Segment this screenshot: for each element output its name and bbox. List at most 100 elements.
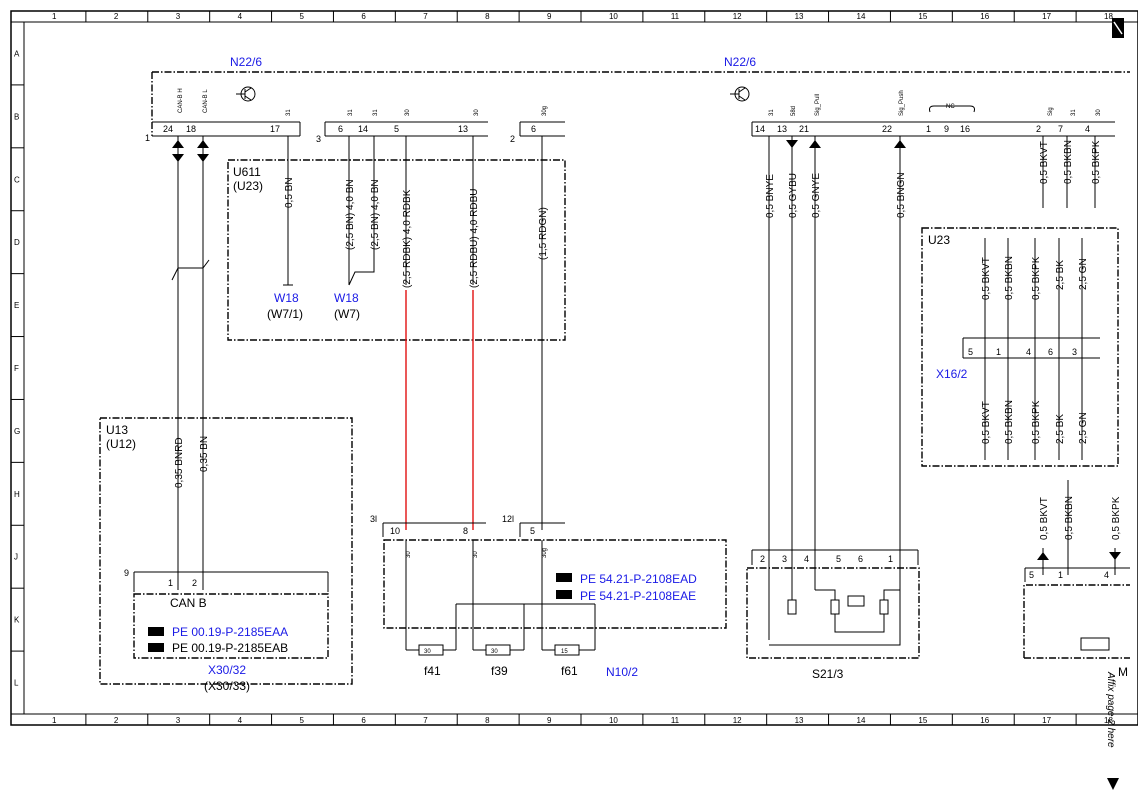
svg-text:13: 13: [458, 124, 468, 134]
svg-text:2: 2: [192, 578, 197, 588]
svg-text:f61: f61: [561, 664, 578, 678]
svg-text:22: 22: [882, 124, 892, 134]
svg-text:6: 6: [338, 124, 343, 134]
svg-text:16: 16: [960, 124, 970, 134]
svg-text:4: 4: [1085, 124, 1090, 134]
svg-text:(2,5 BN) 4,0 BN: (2,5 BN) 4,0 BN: [345, 179, 356, 250]
grid-column-label: 8: [485, 716, 490, 725]
svg-text:0,5 GYBU: 0,5 GYBU: [788, 173, 799, 218]
grid-column-label: 9: [547, 12, 552, 21]
grid-column-label: 17: [1042, 716, 1051, 725]
svg-text:2,5 GN: 2,5 GN: [1078, 258, 1089, 290]
svg-text:0,5 BKPK: 0,5 BKPK: [1111, 496, 1122, 540]
diagram-frame: [10, 10, 1138, 726]
u13-box: [99, 417, 353, 685]
u611-box: [227, 159, 566, 341]
svg-text:24: 24: [163, 124, 173, 134]
reference-link[interactable]: PE 00.19-P-2185EAB: [172, 641, 288, 655]
grid-column-label: 2: [114, 12, 119, 21]
svg-text:Sig: Sig: [1048, 107, 1054, 116]
s21-3-box: [746, 567, 920, 659]
reference-link[interactable]: PE 54.21-P-2108EAD: [580, 572, 697, 586]
grid-column-label: 12: [733, 716, 742, 725]
grid-column-label: 1: [52, 12, 57, 21]
svg-text:30: 30: [491, 649, 498, 655]
svg-text:(U23): (U23): [233, 179, 263, 193]
svg-text:30: 30: [406, 551, 412, 558]
reference-hand-icon: [556, 590, 572, 599]
grid-row-label: C: [14, 175, 20, 184]
svg-text:4: 4: [804, 554, 809, 564]
svg-text:1: 1: [888, 554, 893, 564]
svg-text:9: 9: [124, 568, 129, 578]
s21-3-label: S21/3: [812, 667, 844, 681]
n22-6-label-right: N22/6: [724, 55, 756, 69]
svg-text:0,5 BKVT: 0,5 BKVT: [981, 257, 992, 300]
svg-text:17: 17: [270, 124, 280, 134]
transistor-icon: [730, 86, 750, 102]
svg-text:Sig_Pull: Sig_Pull: [815, 94, 821, 116]
svg-text:3: 3: [316, 134, 321, 144]
svg-text:0,35 BN: 0,35 BN: [199, 436, 210, 472]
grid-column-label: 13: [795, 716, 804, 725]
grid-row-label: K: [14, 616, 20, 625]
svg-text:13: 13: [777, 124, 787, 134]
pin-label: 1: [145, 133, 150, 143]
svg-text:5: 5: [836, 554, 841, 564]
svg-text:31: 31: [769, 109, 775, 116]
grid-column-label: 7: [423, 716, 428, 725]
svg-text:0,5 BNGN: 0,5 BNGN: [896, 172, 907, 218]
x16-2-label: X16/2: [936, 367, 968, 381]
svg-text:31: 31: [286, 109, 292, 116]
reference-link[interactable]: PE 54.21-P-2108EAE: [580, 589, 696, 603]
grid-column-label: 5: [300, 716, 305, 725]
svg-text:7: 7: [1058, 124, 1063, 134]
grid-column-label: 12: [733, 12, 742, 21]
svg-text:(2,5 BN) 4,0 BN: (2,5 BN) 4,0 BN: [370, 179, 381, 250]
svg-text:31: 31: [373, 109, 379, 116]
grid-row-label: B: [14, 112, 19, 121]
svg-text:CAN-B H: CAN-B H: [178, 88, 184, 113]
grid-column-label: 16: [980, 12, 989, 21]
svg-text:14: 14: [755, 124, 765, 134]
svg-text:(1,5 RDGN): (1,5 RDGN): [538, 207, 549, 260]
fuse-f41: [418, 644, 444, 656]
svg-text:6: 6: [1048, 347, 1053, 357]
svg-text:6: 6: [531, 124, 536, 134]
motor-icon: [1080, 637, 1110, 651]
u13-label: U13: [106, 423, 128, 437]
grid-column-label: 10: [609, 12, 618, 21]
grid-column-label: 11: [671, 12, 680, 21]
svg-text:2: 2: [760, 554, 765, 564]
grid-column-label: 13: [795, 12, 804, 21]
fuse-f61: [554, 644, 580, 656]
u23-label: U23: [928, 233, 950, 247]
svg-text:(W7/1): (W7/1): [267, 307, 303, 321]
svg-text:(W7): (W7): [334, 307, 360, 321]
svg-text:15: 15: [561, 649, 568, 655]
grid-column-label: 6: [361, 12, 366, 21]
svg-text:18: 18: [186, 124, 196, 134]
grid-column-label: 15: [918, 716, 927, 725]
w18-ground-label: W18: [274, 291, 299, 305]
svg-text:3: 3: [782, 554, 787, 564]
reference-link[interactable]: PE 00.19-P-2185EAA: [172, 625, 288, 639]
svg-text:30: 30: [473, 551, 479, 558]
svg-text:(X30/33): (X30/33): [204, 679, 250, 693]
can-b-label: CAN B: [170, 596, 207, 610]
svg-text:9: 9: [944, 124, 949, 134]
grid-column-label: 16: [980, 716, 989, 725]
svg-text:30: 30: [405, 109, 411, 116]
svg-text:14: 14: [358, 124, 368, 134]
affix-note: Affix page 2 here: [1105, 671, 1116, 748]
grid-column-label: 1: [52, 716, 57, 725]
reference-hand-icon: [556, 573, 572, 582]
seat-switch-icon: [847, 595, 865, 607]
svg-text:30: 30: [474, 109, 480, 116]
svg-text:6: 6: [858, 554, 863, 564]
grid-column-label: 6: [361, 716, 366, 725]
